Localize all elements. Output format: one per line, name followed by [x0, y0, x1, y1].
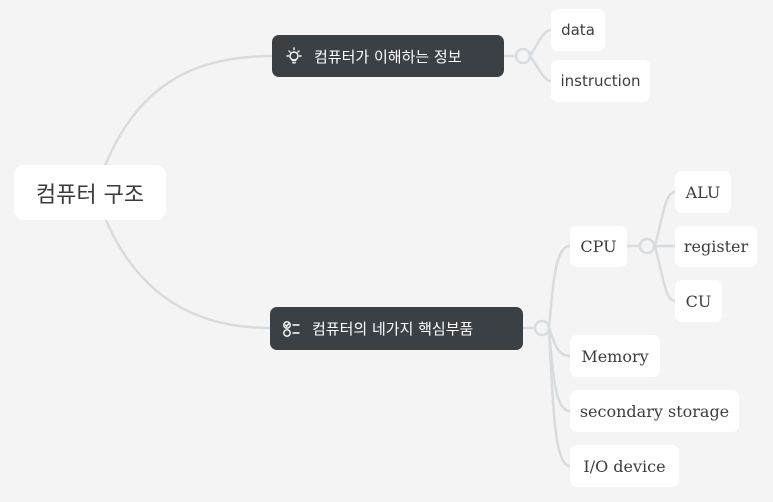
leaf-label: CPU: [580, 237, 617, 256]
leaf-label: I/O device: [583, 456, 666, 476]
leaf-label: Memory: [581, 346, 649, 366]
leaf-data[interactable]: data: [551, 9, 605, 51]
leaf-secondary-storage[interactable]: secondary storage: [570, 390, 739, 432]
leaf-label: CU: [685, 291, 712, 311]
root-node[interactable]: 컴퓨터 구조: [14, 165, 166, 220]
leaf-label: register: [683, 237, 749, 256]
leaf-label: ALU: [685, 182, 721, 202]
leaf-cpu[interactable]: CPU: [570, 226, 627, 267]
leaf-instruction[interactable]: instruction: [551, 60, 650, 102]
leaf-memory[interactable]: Memory: [570, 335, 660, 377]
leaf-register[interactable]: register: [675, 226, 757, 267]
leaf-io-device[interactable]: I/O device: [570, 445, 679, 487]
topic-label: 컴퓨터가 이해하는 정보: [314, 47, 462, 66]
leaf-label: secondary storage: [579, 401, 730, 421]
lightbulb-icon: [284, 46, 304, 66]
leaf-alu[interactable]: ALU: [675, 171, 731, 213]
leaf-label: instruction: [560, 72, 641, 90]
topic-node-information[interactable]: 컴퓨터가 이해하는 정보: [272, 35, 504, 77]
collapse-toggle-topic-1: [514, 47, 532, 65]
collapse-toggle-cpu: [638, 237, 656, 255]
topic-node-components[interactable]: 컴퓨터의 네가지 핵심부품: [270, 307, 523, 350]
leaf-label: data: [561, 21, 595, 39]
root-label: 컴퓨터 구조: [35, 182, 145, 208]
collapse-toggle-topic-2: [533, 319, 551, 337]
checklist-icon: [282, 319, 302, 339]
topic-label: 컴퓨터의 네가지 핵심부품: [312, 320, 474, 338]
leaf-cu[interactable]: CU: [675, 280, 722, 322]
